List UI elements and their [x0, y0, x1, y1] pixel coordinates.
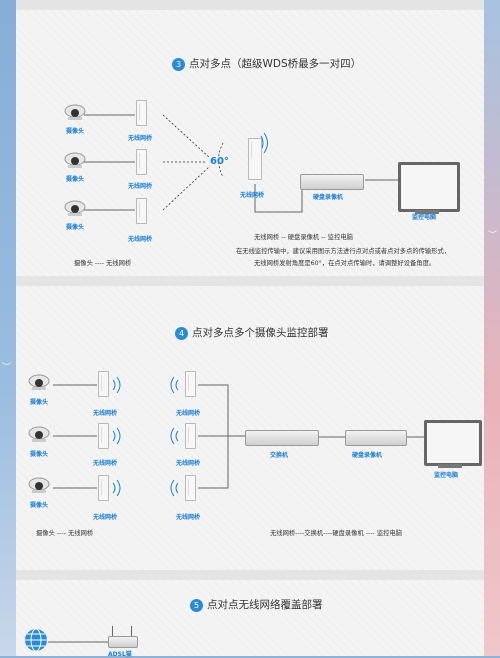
- wireless-bridge-icon: [136, 198, 147, 224]
- note-line-1: 在无线监控传输中，建议采用图示方法进行点对点或者点对多点的传输形式，: [236, 248, 451, 255]
- content-panel: [16, 0, 484, 656]
- monitor-stand: [438, 464, 462, 468]
- camera-icon: [28, 426, 50, 442]
- section-divider: [16, 276, 484, 286]
- section-number-badge: 5: [190, 598, 203, 612]
- wireless-bridge-icon: [98, 475, 109, 501]
- nvr-icon: [345, 430, 407, 446]
- bridge-label: 无线网桥: [240, 192, 265, 199]
- bridge-label: 无线网桥: [93, 410, 118, 417]
- camera-label: 摄像头: [66, 128, 85, 135]
- camera-icon: [64, 152, 86, 168]
- wireless-bridge-icon: [248, 138, 262, 180]
- nvr-label: 硬盘录像机: [313, 194, 344, 201]
- chain-caption-right: 无线网桥 -- 硬盘录像机 -- 监控电脑: [254, 234, 353, 241]
- bridge-label: 无线网桥: [93, 460, 118, 467]
- section-number-badge: 3: [172, 57, 185, 71]
- wireless-bridge-icon: [185, 423, 196, 449]
- camera-icon: [28, 477, 50, 493]
- bridge-label: 无线网桥: [176, 410, 201, 417]
- section-title-text: 点对点无线网络覆盖部署: [207, 599, 323, 611]
- globe-icon: [25, 628, 47, 652]
- switch-label: 交换机: [270, 452, 289, 459]
- wireless-bridge-icon: [136, 149, 147, 175]
- pc-label: 监控电脑: [412, 214, 437, 221]
- chain-caption-left: 摄像头 ---- 无线网桥: [74, 260, 132, 267]
- camera-label: 摄像头: [30, 451, 49, 458]
- monitor-icon: [424, 420, 482, 466]
- bridge-label: 无线网桥: [176, 514, 201, 521]
- camera-icon: [64, 200, 86, 216]
- note-line-2: 无线网桥发射角度是60°，在点对点传输时，请调整好设备角度。: [254, 260, 436, 267]
- section-5-title: 5 点对点无线网络覆盖部署: [190, 597, 323, 612]
- wireless-bridge-icon: [136, 100, 147, 126]
- antenna: [131, 626, 132, 636]
- antenna: [112, 626, 113, 636]
- top-divider: [16, 0, 484, 10]
- monitor-stand: [415, 210, 439, 214]
- switch-icon: [245, 430, 319, 446]
- section-title-text: 点对多点多个摄像头监控部署: [192, 327, 329, 339]
- wireless-bridge-icon: [185, 371, 196, 397]
- chain-caption-left: 摄像头 ---- 无线网桥: [36, 530, 94, 537]
- section-number-badge: 4: [175, 326, 188, 340]
- bridge-label: 无线网桥: [128, 135, 153, 142]
- bridge-label: 无线网桥: [128, 236, 153, 243]
- bridge-label: 无线网桥: [176, 460, 201, 467]
- pc-label: 监控电脑: [434, 472, 459, 479]
- camera-label: 摄像头: [30, 399, 49, 406]
- adsl-label: ADSL猫: [108, 651, 132, 658]
- wireless-bridge-icon: [98, 371, 109, 397]
- section-title-text: 点对多点（超级WDS桥最多一对四）: [189, 58, 362, 70]
- bird-icon: ︶: [488, 231, 498, 241]
- section-3-title: 3 点对多点（超级WDS桥最多一对四）: [172, 56, 361, 71]
- wireless-bridge-icon: [185, 475, 196, 501]
- chain-caption-right: 无线网桥----交换机----硬盘录像机 ---- 监控电脑: [270, 530, 403, 537]
- bird-icon: ︶: [2, 363, 12, 373]
- camera-icon: [64, 104, 86, 120]
- bridge-label: 无线网桥: [128, 183, 153, 190]
- monitor-icon: [398, 162, 460, 212]
- nvr-icon: [300, 174, 364, 190]
- camera-label: 摄像头: [30, 502, 49, 509]
- camera-label: 摄像头: [66, 176, 85, 183]
- section-4-title: 4 点对多点多个摄像头监控部署: [175, 325, 329, 340]
- camera-label: 摄像头: [66, 224, 85, 231]
- angle-label: 60°: [210, 156, 229, 167]
- camera-icon: [28, 374, 50, 390]
- bridge-label: 无线网桥: [93, 514, 118, 521]
- wireless-bridge-icon: [98, 423, 109, 449]
- section-divider: [16, 570, 484, 580]
- adsl-modem-icon: [108, 636, 138, 648]
- nvr-label: 硬盘录像机: [352, 452, 383, 459]
